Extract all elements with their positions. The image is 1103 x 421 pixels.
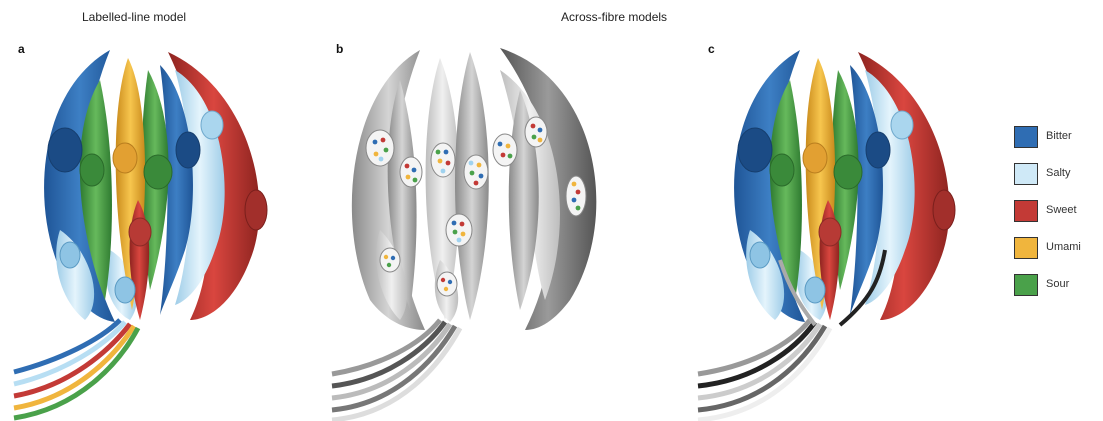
legend-swatch	[1014, 163, 1038, 185]
legend-label: Salty	[1046, 167, 1070, 179]
legend-item-sour: Sour	[1014, 274, 1103, 296]
legend-item-umami: Umami	[1014, 237, 1103, 259]
legend-label: Sweet	[1046, 204, 1077, 216]
panel-b-diagram	[332, 48, 596, 420]
legend-swatch	[1014, 200, 1038, 222]
legend-label: Sour	[1046, 278, 1069, 290]
legend-item-bitter: Bitter	[1014, 126, 1103, 148]
legend-item-salty: Salty	[1014, 163, 1103, 185]
panel-c-diagram	[698, 50, 955, 420]
legend-swatch	[1014, 126, 1038, 148]
legend-item-sweet: Sweet	[1014, 200, 1103, 222]
legend-label: Umami	[1046, 241, 1081, 253]
legend-label: Bitter	[1046, 130, 1072, 142]
panel-a-diagram	[14, 50, 267, 418]
legend-swatch	[1014, 274, 1038, 296]
legend-swatch	[1014, 237, 1038, 259]
